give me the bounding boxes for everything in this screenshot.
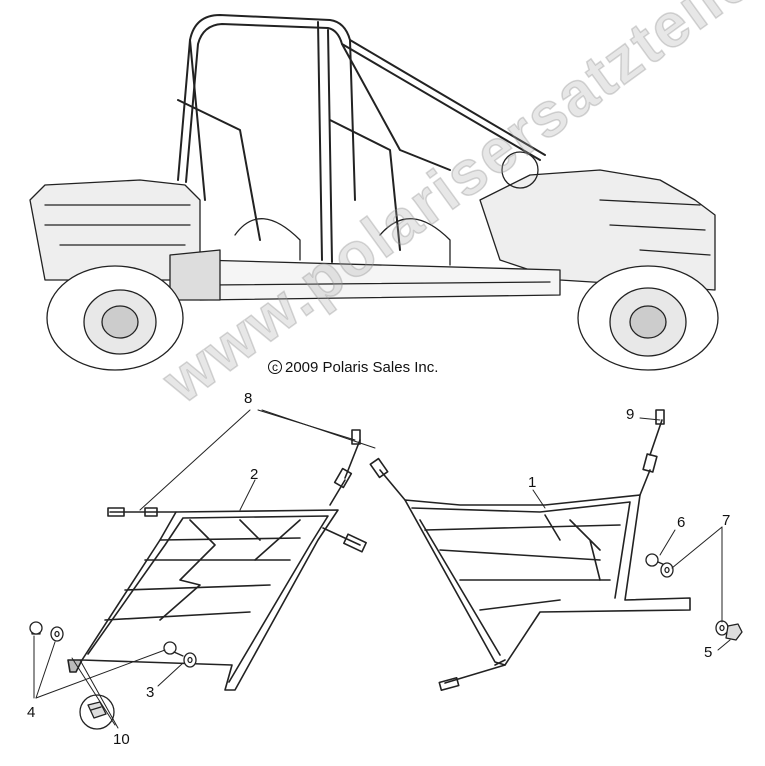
rear-wheel xyxy=(577,265,719,371)
copyright-text: 2009 Polaris Sales Inc. xyxy=(285,359,439,376)
right-door-frame xyxy=(369,409,691,691)
callout-2: 2 xyxy=(250,466,259,483)
front-wheel xyxy=(46,265,184,371)
leader-lines xyxy=(33,409,731,729)
callout-6: 6 xyxy=(677,514,686,531)
callout-1: 1 xyxy=(528,474,537,491)
callout-5: 5 xyxy=(704,644,713,661)
callout-7: 7 xyxy=(722,512,731,529)
vehicle-illustration xyxy=(29,14,719,371)
callout-4: 4 xyxy=(27,704,36,721)
callout-8: 8 xyxy=(244,390,253,407)
callout-3: 3 xyxy=(146,684,155,701)
roll-cage xyxy=(177,14,546,263)
hardware-parts xyxy=(29,553,743,730)
vehicle-body xyxy=(29,151,716,301)
callout-9: 9 xyxy=(626,406,635,423)
callout-10: 10 xyxy=(113,731,130,748)
left-door-frame xyxy=(67,429,367,691)
copyright-symbol: c xyxy=(268,360,282,374)
